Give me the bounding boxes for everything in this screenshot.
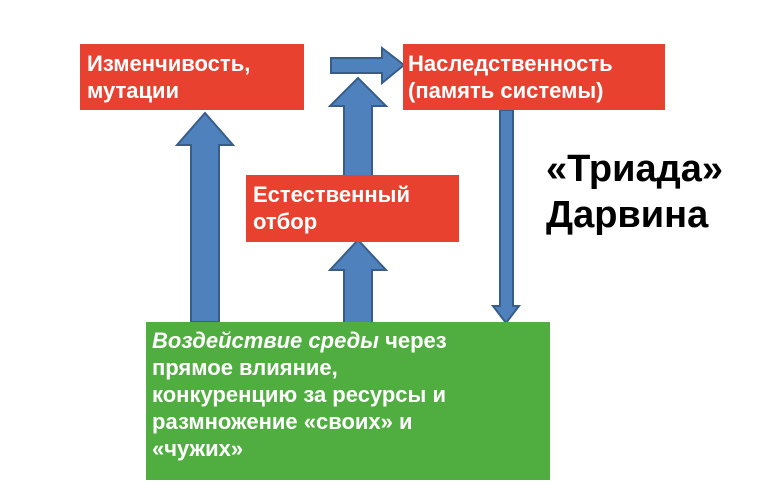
- selection-line-1: Естественный: [253, 182, 410, 207]
- heredity-box: Наследственность (память системы): [403, 44, 665, 110]
- diagram-title: «Триада» Дарвина: [546, 146, 723, 238]
- mutation-box: Изменчивость, мутации: [80, 44, 304, 110]
- environment-line-2: прямое влияние,: [152, 355, 338, 380]
- mutation-line-2: мутации: [87, 78, 180, 103]
- environment-line-1: Воздействие среды через: [152, 327, 550, 354]
- selection-line-2: отбор: [253, 209, 318, 234]
- environment-impact-box: Воздействие среды через прямое влияние, …: [146, 322, 550, 480]
- arrow-selection-to-heredity: [327, 76, 389, 177]
- natural-selection-box: Естественный отбор: [246, 175, 459, 242]
- title-line-1: «Триада»: [546, 148, 723, 190]
- environment-line-3: конкуренцию за ресурсы и: [152, 382, 446, 407]
- environment-line-4: размножение «своих» и: [152, 409, 413, 434]
- heredity-line-2: (память системы): [408, 78, 604, 103]
- environment-line-1-rest: через: [378, 328, 447, 353]
- arrow-environment-to-selection: [327, 238, 389, 331]
- environment-emphasis: Воздействие среды: [152, 328, 379, 353]
- title-line-2: Дарвина: [546, 194, 709, 236]
- mutation-line-1: Изменчивость,: [87, 51, 251, 76]
- heredity-line-1: Наследственность: [408, 51, 613, 76]
- arrow-mutation-to-heredity: [330, 45, 406, 86]
- arrow-heredity-to-environment: [490, 109, 522, 325]
- environment-line-5: «чужих»: [152, 436, 244, 461]
- arrow-environment-to-mutation: [174, 111, 236, 323]
